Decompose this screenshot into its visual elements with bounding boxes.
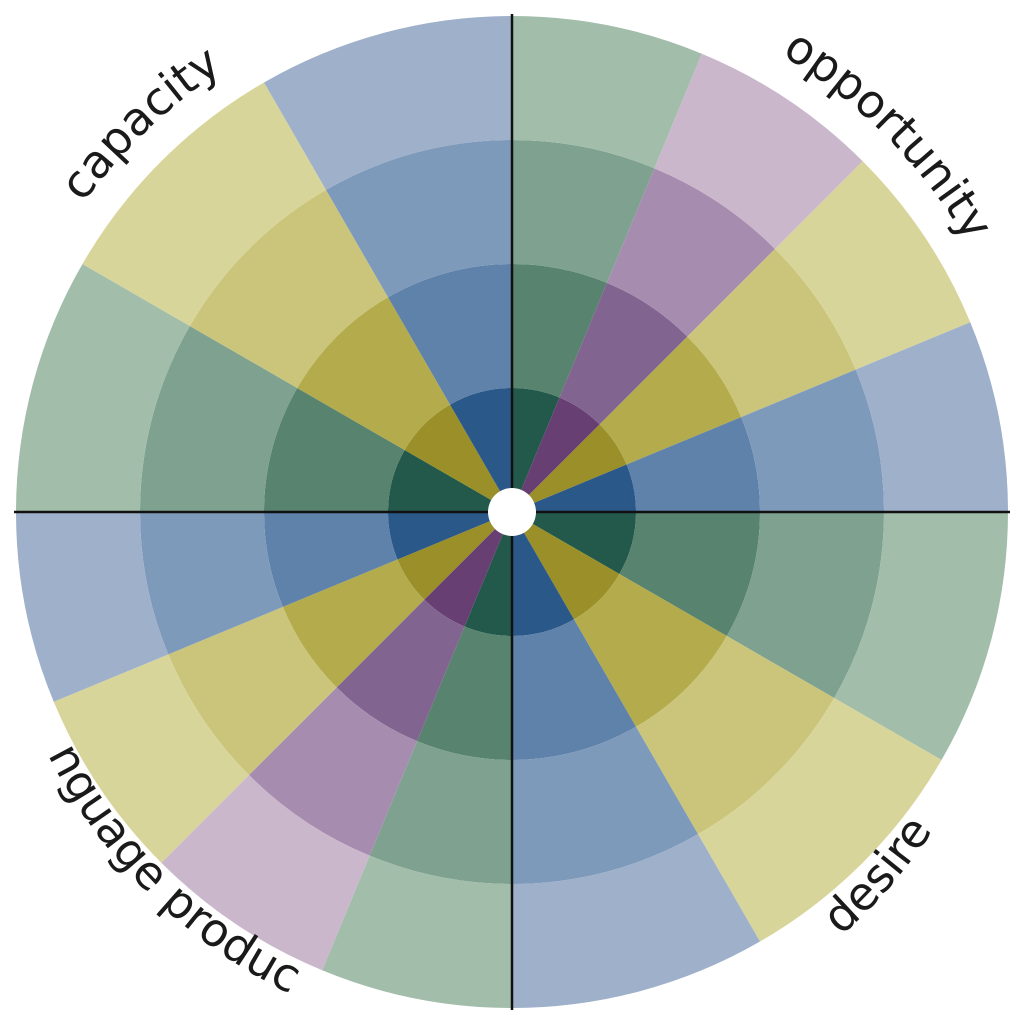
segment-bottom-right-blue-ring-2 <box>512 619 636 760</box>
segment-bottom-left-blue-ring-3 <box>140 512 283 655</box>
segment-top-right-olive-ring-3 <box>687 248 856 418</box>
segment-top-left-blue-ring-4 <box>264 15 512 190</box>
segment-bottom-right-blue-ring-3 <box>512 726 698 884</box>
segment-top-left-green-ring-3 <box>140 326 298 512</box>
segment-bottom-right-olive-ring-2 <box>574 574 727 727</box>
segment-bottom-left-green-ring-2 <box>417 626 512 760</box>
segment-top-left-olive-ring-2 <box>297 297 450 450</box>
segment-bottom-left-green-ring-3 <box>369 741 512 884</box>
segment-bottom-left-olive-ring-2 <box>282 559 425 688</box>
segment-top-right-purple-ring-1 <box>512 397 600 512</box>
segment-top-left-blue-ring-1 <box>450 388 512 512</box>
segment-top-right-olive-ring-2 <box>599 336 742 465</box>
center-hub <box>488 488 536 536</box>
segment-bottom-right-green-ring-2 <box>619 512 760 636</box>
segment-bottom-left-olive-ring-1 <box>397 512 512 600</box>
segment-bottom-right-green-ring-3 <box>726 512 884 698</box>
segment-bottom-left-green-ring-1 <box>464 512 512 636</box>
segment-top-right-blue-ring-3 <box>741 369 884 512</box>
segment-bottom-right-green-ring-1 <box>512 512 636 574</box>
segment-bottom-left-blue-ring-1 <box>388 512 512 560</box>
segment-top-right-olive-ring-4 <box>775 161 971 370</box>
segment-bottom-left-blue-ring-4 <box>16 512 169 702</box>
segment-bottom-right-olive-ring-4 <box>698 698 942 942</box>
segment-top-right-purple-ring-3 <box>606 168 776 337</box>
segment-top-right-green-ring-4 <box>512 16 702 169</box>
segment-bottom-right-blue-ring-4 <box>512 834 760 1008</box>
segment-top-left-olive-ring-3 <box>189 189 388 388</box>
segment-top-right-blue-ring-4 <box>855 322 1008 512</box>
segment-top-right-green-ring-3 <box>512 140 655 283</box>
segment-top-left-blue-ring-3 <box>326 140 512 298</box>
segment-top-right-purple-ring-4 <box>654 53 863 249</box>
segment-bottom-left-olive-ring-3 <box>168 606 337 776</box>
segment-top-left-green-ring-4 <box>16 264 190 512</box>
segment-bottom-right-green-ring-4 <box>834 512 1008 760</box>
segment-bottom-left-purple-ring-2 <box>336 599 465 742</box>
segment-top-right-olive-ring-1 <box>512 424 627 512</box>
segment-bottom-left-blue-ring-2 <box>264 512 398 607</box>
segment-bottom-left-olive-ring-4 <box>53 654 249 863</box>
segment-top-left-olive-ring-4 <box>82 82 326 326</box>
segment-bottom-left-purple-ring-4 <box>161 775 370 971</box>
segment-top-right-green-ring-1 <box>512 388 560 512</box>
segment-bottom-right-blue-ring-1 <box>512 512 574 636</box>
segment-bottom-left-purple-ring-3 <box>248 687 418 856</box>
segment-top-right-green-ring-2 <box>512 264 607 398</box>
segment-top-left-olive-ring-1 <box>404 404 512 512</box>
segment-top-left-green-ring-1 <box>388 450 512 512</box>
segment-top-right-blue-ring-2 <box>626 417 760 512</box>
segment-bottom-left-purple-ring-1 <box>424 512 512 627</box>
segment-bottom-right-olive-ring-3 <box>636 636 835 835</box>
segment-top-left-blue-ring-2 <box>388 264 512 405</box>
segment-top-right-blue-ring-1 <box>512 464 636 512</box>
segment-bottom-left-green-ring-4 <box>322 855 512 1008</box>
wheel-segments <box>16 15 1008 1008</box>
segment-top-right-purple-ring-2 <box>559 282 688 425</box>
segment-top-left-green-ring-2 <box>264 388 405 512</box>
segment-bottom-right-olive-ring-1 <box>512 512 620 620</box>
